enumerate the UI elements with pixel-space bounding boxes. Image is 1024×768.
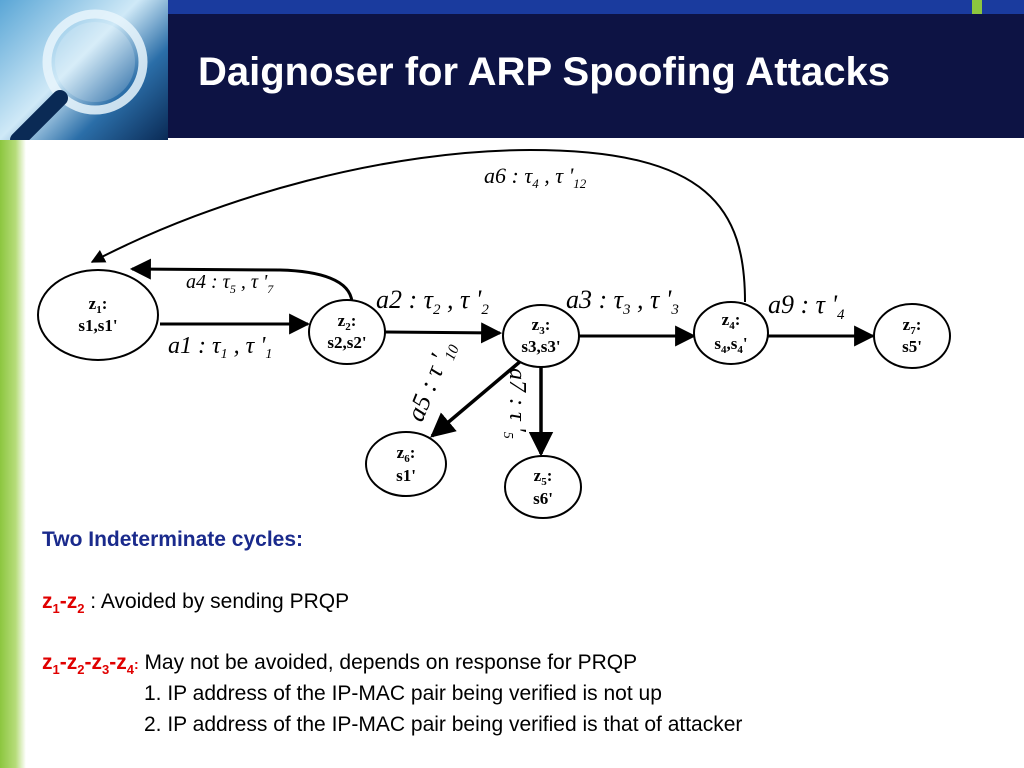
cycle-1-label: z1-z2 <box>42 590 85 617</box>
node-z5-label: s6' <box>533 489 553 508</box>
cycle-2-text: May not be avoided, depends on response … <box>138 651 638 674</box>
node-z5-id: z5: <box>534 466 553 488</box>
notes-heading: Two Indeterminate cycles: <box>42 528 304 551</box>
note-item-1: 1. IP address of the IP-MAC pair being v… <box>144 682 662 705</box>
cycle-2-label: z1-z2-z3-z4: <box>42 651 139 678</box>
node-z1-id: z1: <box>89 294 108 316</box>
node-z2-label: s2,s2' <box>327 333 366 352</box>
header-stripe <box>168 0 1024 14</box>
cycle-2: z1-z2-z3-z4: May not be avoided, depends… <box>42 651 637 677</box>
edge-label-a2: a2 : τ2 , τ '2 <box>376 285 489 318</box>
header-band <box>168 0 1024 138</box>
edge-label-a9: a9 : τ '4 <box>768 290 845 323</box>
node-z1: z1: s1,s1' <box>37 269 159 361</box>
note-item-2: 2. IP address of the IP-MAC pair being v… <box>144 713 743 736</box>
edge-a2 <box>384 322 503 344</box>
node-z3: z3: s3,s3' <box>502 304 580 368</box>
node-z1-label: s1,s1' <box>78 316 117 335</box>
node-z4-label: s4,s4' <box>714 334 747 356</box>
cycle-1: z1-z2 : Avoided by sending PRQP <box>42 590 349 616</box>
node-z3-label: s3,s3' <box>521 337 560 356</box>
node-z4: z4: s4,s4' <box>693 301 769 365</box>
page-title: Daignoser for ARP Spoofing Attacks <box>198 50 890 94</box>
edge-label-a3: a3 : τ3 , τ '3 <box>566 285 679 318</box>
node-z2: z2: s2,s2' <box>308 299 386 365</box>
header-accent <box>972 0 982 14</box>
node-z5: z5: s6' <box>504 455 582 519</box>
left-accent-bar <box>0 140 26 768</box>
logo-panel <box>0 0 168 140</box>
node-z7-id: z7: <box>903 315 922 337</box>
node-z6-id: z6: <box>397 443 416 465</box>
node-z6-label: s1' <box>396 466 416 485</box>
node-z3-id: z3: <box>532 315 551 337</box>
edge-label-a4: a4 : τ5 , τ '7 <box>186 271 274 296</box>
cycle-1-text: : Avoided by sending PRQP <box>84 590 350 613</box>
edge-label-a6: a6 : τ4 , τ '12 <box>484 163 587 191</box>
node-z7: z7: s5' <box>873 303 951 369</box>
edge-label-a1: a1 : τ1 , τ '1 <box>168 333 272 362</box>
edge-label-a7: a7 : τ '5 <box>500 368 530 439</box>
edge-a6 <box>90 148 746 303</box>
node-z6: z6: s1' <box>365 431 447 497</box>
edge-label-a5: a5 : τ '10 <box>401 336 463 427</box>
node-z2-id: z2: <box>338 311 357 333</box>
magnifier-icon <box>10 9 148 140</box>
edge-a4 <box>129 258 354 303</box>
edge-a5 <box>430 358 524 438</box>
node-z4-id: z4: <box>722 310 741 332</box>
node-z7-label: s5' <box>902 337 922 356</box>
